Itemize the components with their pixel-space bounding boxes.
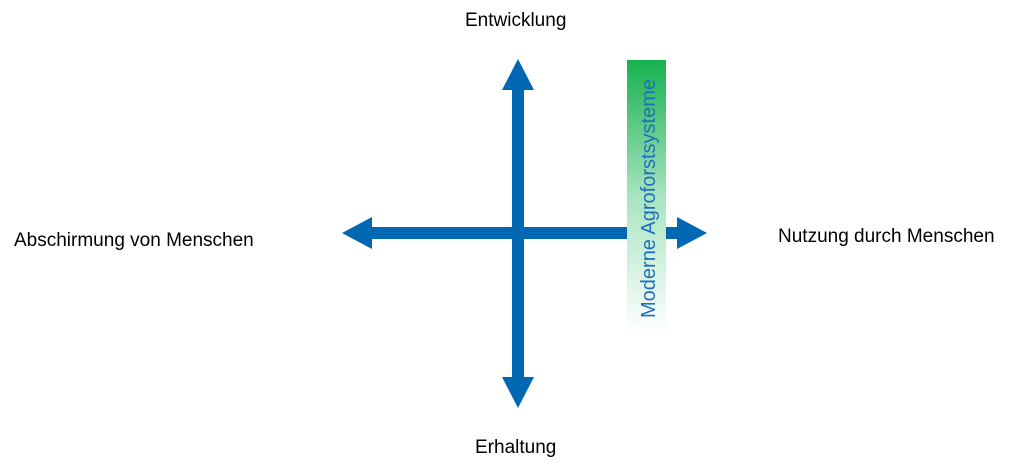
axis-label-right: Nutzung durch Menschen	[778, 226, 995, 247]
agroforestry-band	[627, 60, 666, 333]
vertical-axis-arrow	[502, 59, 534, 408]
axis-label-bottom: Erhaltung	[475, 437, 557, 458]
axis-label-left: Abschirmung von Menschen	[14, 230, 254, 251]
axis-label-top: Entwicklung	[465, 10, 567, 31]
agroforestry-band-label: Moderne Agroforstsysteme	[638, 79, 660, 318]
